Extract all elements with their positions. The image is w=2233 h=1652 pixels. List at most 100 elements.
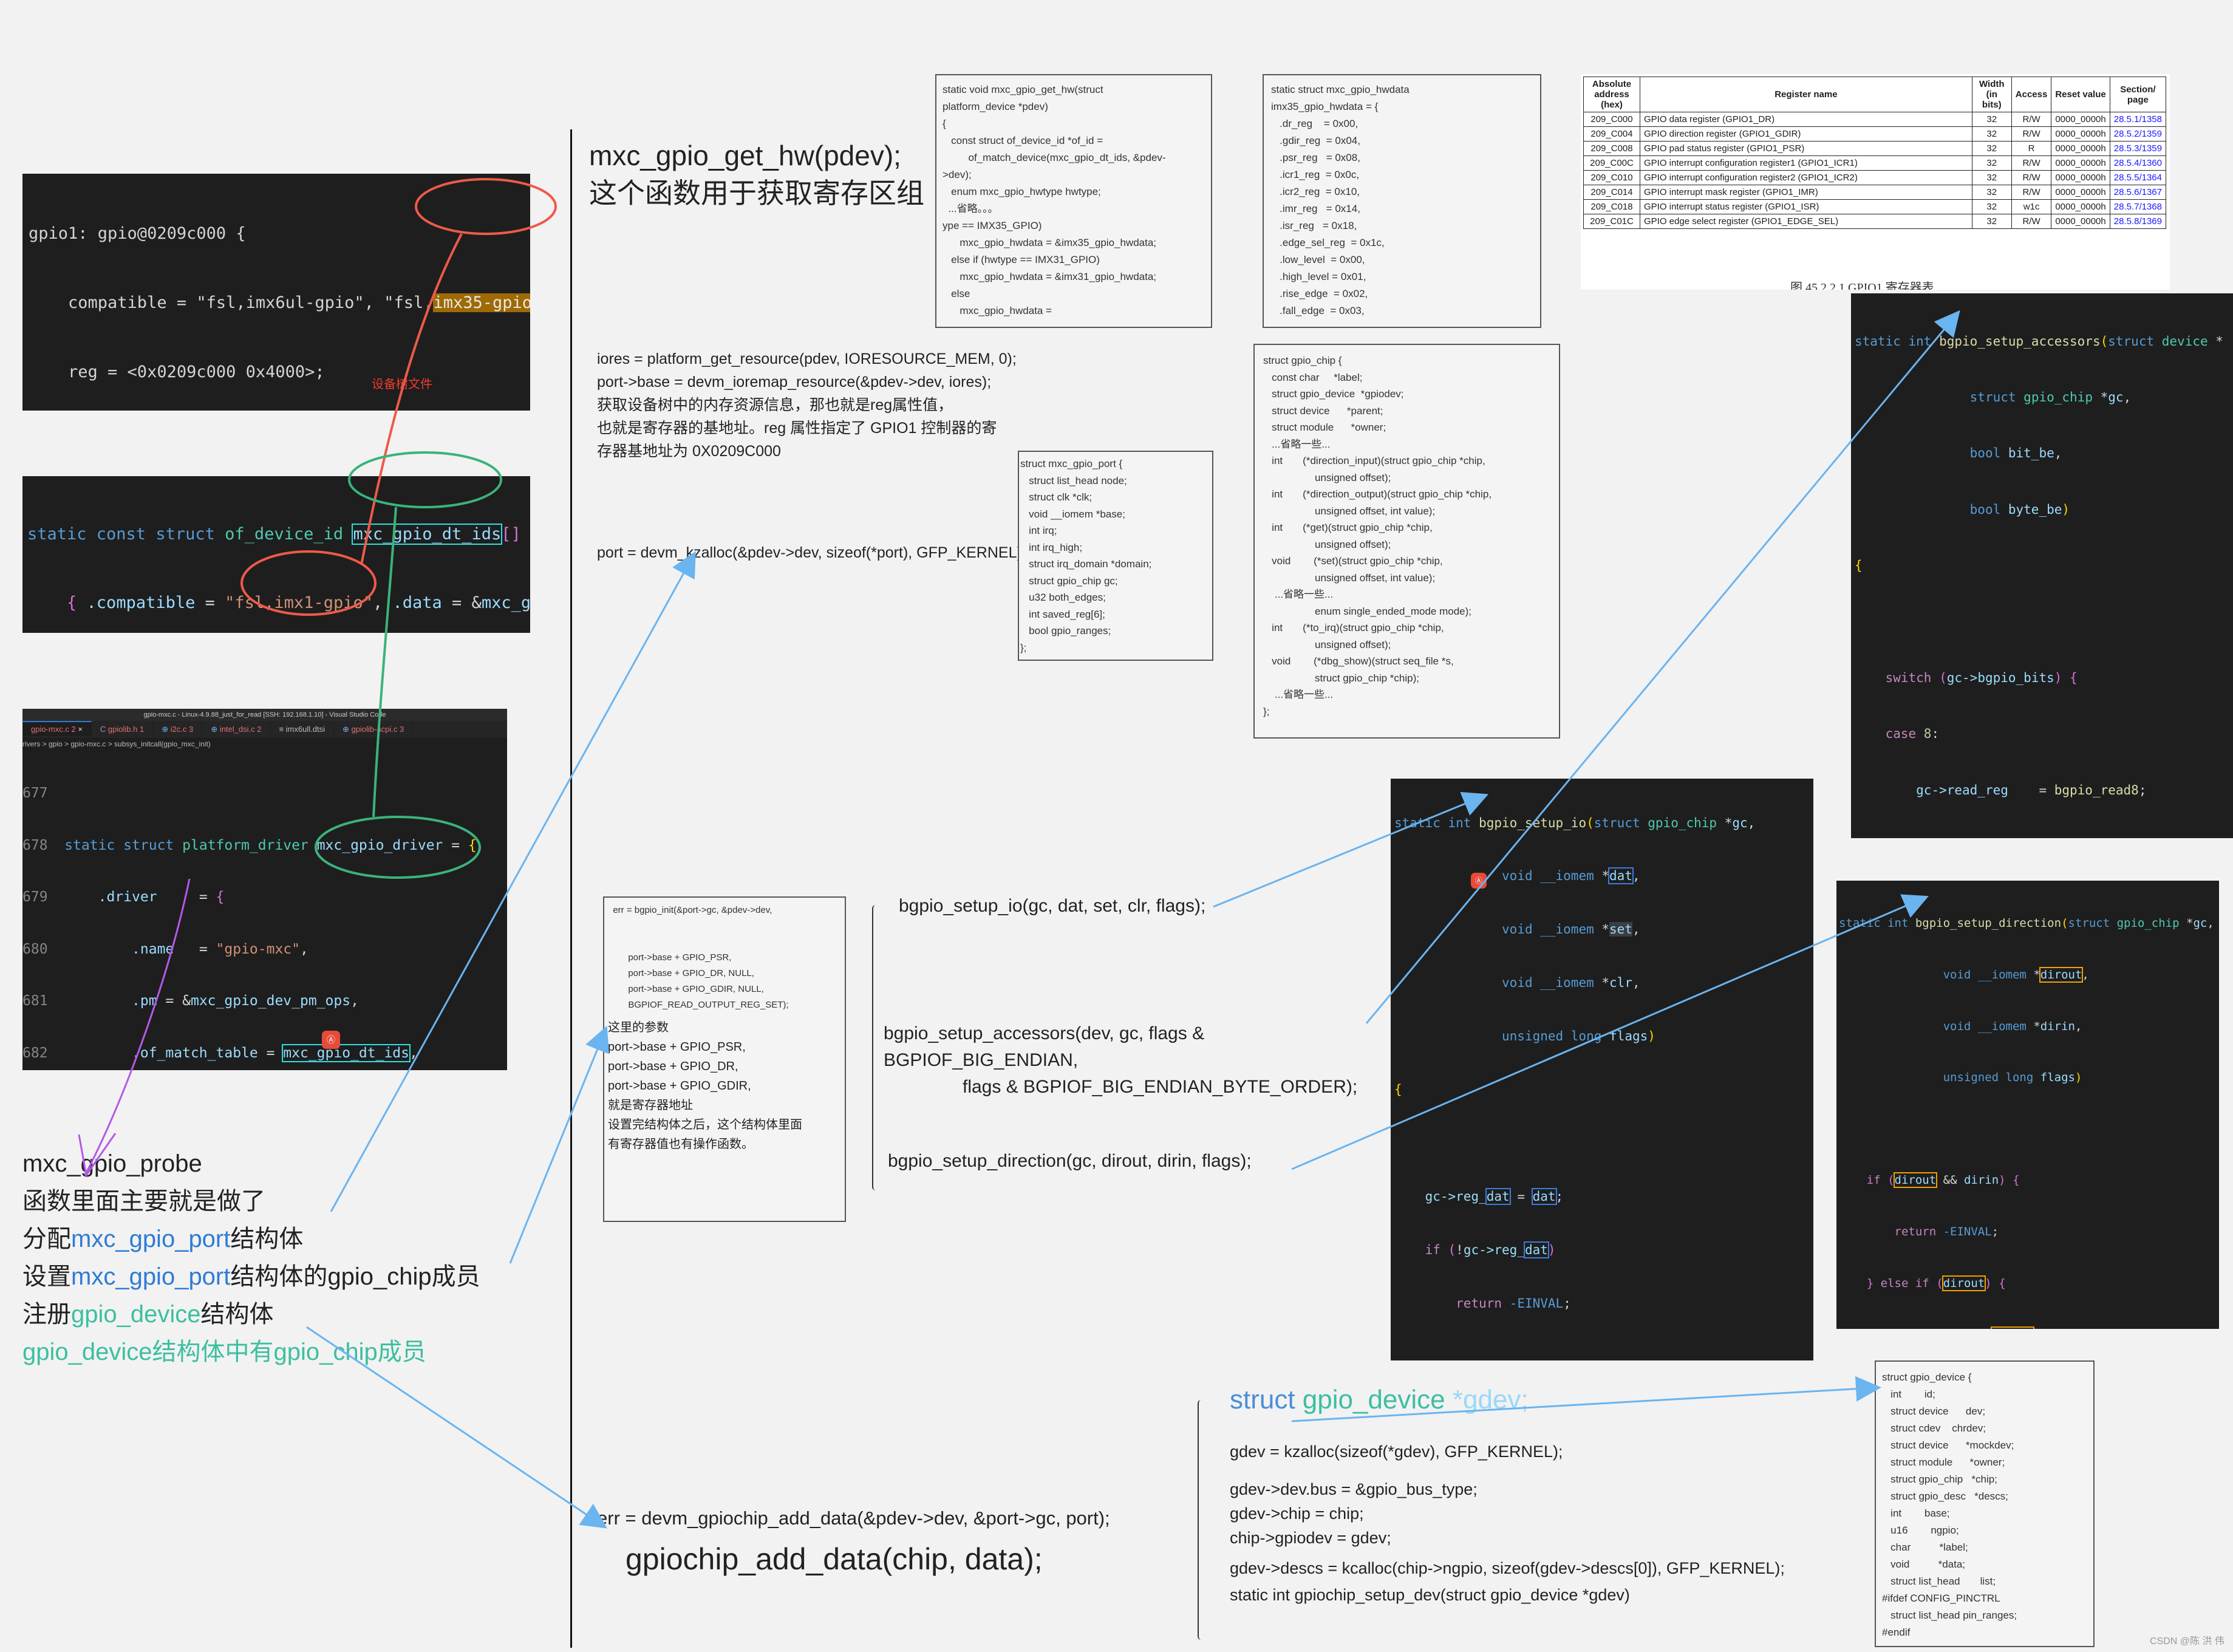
code-line bbox=[1839, 1121, 2217, 1138]
ioremap-note: iores = platform_get_resource(pdev, IORE… bbox=[597, 347, 1017, 463]
ai-assistant-icon[interactable]: Ⓐ bbox=[1471, 873, 1487, 889]
hwdata-source-box: static struct mxc_gpio_hwdata imx35_gpio… bbox=[1263, 74, 1541, 328]
cpp-file-icon: ⊕ bbox=[211, 725, 220, 734]
section-link[interactable]: 28.5.2/1359 bbox=[2109, 126, 2167, 142]
code-line: void __iomem *dirout, bbox=[1943, 967, 2089, 983]
code-line: gc->read_reg = bgpio_read8; bbox=[1916, 782, 2147, 797]
code-line: 680 .name = "gpio-mxc", bbox=[22, 941, 309, 957]
gpio-device-struct-box: struct gpio_device { int id; struct devi… bbox=[1875, 1360, 2095, 1647]
code-line: return -EINVAL; bbox=[1894, 1225, 1999, 1239]
ioremap-line: 获取设备树中的内存资源信息，那也就是reg属性值， bbox=[597, 397, 953, 414]
code-line: unsigned long flags) bbox=[1502, 1029, 1655, 1044]
accessors-line: bgpio_setup_accessors(dev, gc, flags & bbox=[884, 1023, 1205, 1043]
tab-label: i2c.c 3 bbox=[170, 725, 194, 734]
code-line: void __iomem *dirin, bbox=[1943, 1019, 2082, 1033]
add-data-call: err = devm_gpiochip_add_data(&pdev->dev,… bbox=[597, 1507, 1110, 1529]
note-line: port->base + GPIO_DR, bbox=[608, 1060, 738, 1073]
col-register-name: Register name bbox=[1640, 77, 1972, 112]
accessors-line: flags & BGPIOF_BIG_ENDIAN_BYTE_ORDER); bbox=[963, 1077, 1358, 1097]
tab-intel-dsi[interactable]: ⊕ intel_dsi.c 2 bbox=[202, 722, 271, 737]
code-line: 679 .driver = { bbox=[22, 889, 225, 905]
code-line: gc->reg_dir = dirout; bbox=[1839, 1326, 2217, 1329]
code-line: static int bgpio_setup_io(struct gpio_ch… bbox=[1394, 815, 1756, 830]
note-line: 设置完结构体之后，这个结构体里面 bbox=[608, 1118, 802, 1131]
code-line: bool bit_be, bbox=[1969, 446, 2062, 461]
code-line: static int bgpio_setup_accessors(struct … bbox=[1855, 333, 2223, 349]
list-file-icon: ≡ bbox=[279, 725, 286, 734]
code-line: switch (gc->bgpio_bits) { bbox=[1885, 670, 2078, 685]
accessors-line: BGPIOF_BIG_ENDIAN, bbox=[884, 1050, 1079, 1070]
section-link[interactable]: 28.5.3/1359 bbox=[2109, 141, 2167, 156]
get-hw-call: mxc_gpio_get_hw(pdev); bbox=[589, 140, 901, 171]
dts-line-0: gpio1: gpio@0209c000 { bbox=[29, 224, 246, 243]
code-line: struct gpio_chip *gc, bbox=[1969, 389, 2132, 404]
code-line: case 8: bbox=[1885, 726, 1940, 742]
dt-ids-code-block: static const struct of_device_id mxc_gpi… bbox=[22, 476, 530, 633]
section-link[interactable]: 28.5.4/1360 bbox=[2109, 155, 2167, 171]
col-address: Absolute address (hex) bbox=[1583, 77, 1640, 112]
gdev-line: gdev->descs = kcalloc(chip->ngpio, sizeo… bbox=[1230, 1559, 1785, 1577]
cpp-file-icon: ⊕ bbox=[342, 725, 352, 734]
code-line: void __iomem *clr, bbox=[1502, 975, 1640, 991]
register-table-panel: Absolute address (hex) Register name Wid… bbox=[1581, 74, 2170, 290]
get-hw-source-box: static void mxc_gpio_get_hw(struct platf… bbox=[935, 74, 1212, 328]
section-divider bbox=[570, 129, 572, 1648]
note-line: 这里的参数 bbox=[608, 1021, 669, 1034]
register-table: Absolute address (hex) Register name Wid… bbox=[1583, 77, 2167, 229]
setup-accessors-code: static int bgpio_setup_accessors(struct … bbox=[1851, 293, 2233, 838]
code-line: 682 .of_match_table = mxc_gpio_dt_ids, bbox=[22, 1043, 418, 1062]
code-line: 678 static struct platform_driver mxc_gp… bbox=[22, 837, 477, 853]
dts-line-2: reg = <0x0209c000 0x4000>; bbox=[29, 363, 325, 381]
tab-gpiolib-acpi[interactable]: ⊕ gpiolib-acpi.c 3 bbox=[334, 722, 414, 737]
code-line: gc->write_reg = bgpio_write8; bbox=[1855, 837, 2229, 838]
code-line: if (!gc->reg_dat) bbox=[1425, 1241, 1556, 1258]
section-link[interactable]: 28.5.1/1358 bbox=[2109, 112, 2167, 127]
section-link[interactable]: 28.5.7/1368 bbox=[2109, 199, 2167, 214]
code-line: static int bgpio_setup_direction(struct … bbox=[1839, 916, 2214, 930]
gpio-device-title: struct gpio_device *gdev; bbox=[1230, 1385, 1529, 1415]
probe-notes: mxc_gpio_probe 函数里面主要就是做了 分配mxc_gpio_por… bbox=[22, 1145, 480, 1371]
tab-label: gpio-mxc.c 2 bbox=[31, 725, 76, 734]
col-width: Width (in bits) bbox=[1971, 77, 2012, 112]
tab-imx6ull-dtsi[interactable]: ≡ imx6ull.dtsi bbox=[270, 722, 334, 736]
vscode-window: gpio-mxc.c - Linux-4.9.88_just_for_read … bbox=[22, 709, 507, 1070]
gpiochip-add-data: gpiochip_add_data(chip, data); bbox=[626, 1542, 1043, 1576]
tab-label: gpiolib-acpi.c 3 bbox=[351, 725, 404, 734]
vscode-editor[interactable]: 677 678 static struct platform_driver mx… bbox=[22, 750, 507, 1070]
ioremap-line: port->base = devm_ioremap_resource(&pdev… bbox=[597, 374, 992, 391]
section-link[interactable]: 28.5.8/1369 bbox=[2109, 214, 2167, 229]
section-link[interactable]: 28.5.5/1364 bbox=[2109, 170, 2167, 185]
setup-io-call: bgpio_setup_io(gc, dat, set, clr, flags)… bbox=[899, 896, 1206, 916]
gdev-line: gdev = kzalloc(sizeof(*gdev), GFP_KERNEL… bbox=[1230, 1442, 1563, 1461]
tab-label: gpiolib.h 1 bbox=[107, 725, 145, 734]
mxc-gpio-port-box: struct mxc_gpio_port { struct list_head … bbox=[1018, 451, 1213, 661]
kzalloc-note: port = devm_kzalloc(&pdev->dev, sizeof(*… bbox=[597, 544, 1026, 561]
col-section: Section/ page bbox=[2109, 77, 2167, 112]
col-access: Access bbox=[2011, 77, 2052, 112]
tab-i2c[interactable]: ⊕ i2c.c 3 bbox=[153, 722, 203, 737]
section-link[interactable]: 28.5.6/1367 bbox=[2109, 185, 2167, 200]
cpp-file-icon: ⊕ bbox=[162, 725, 171, 734]
get-hw-title: mxc_gpio_get_hw(pdev); 这个函数用于获取寄存区组 bbox=[589, 137, 924, 212]
tab-label: intel_dsi.c 2 bbox=[219, 725, 262, 734]
setup-io-code: static int bgpio_setup_io(struct gpio_ch… bbox=[1391, 779, 1813, 1360]
ai-assistant-icon[interactable]: Ⓐ bbox=[322, 1031, 340, 1049]
dt-ids-line-0: { .compatible = "fsl,imx1-gpio", .data =… bbox=[27, 593, 530, 612]
vscode-titlebar: gpio-mxc.c - Linux-4.9.88_just_for_read … bbox=[22, 709, 507, 721]
bgpio-brace bbox=[872, 905, 878, 1190]
probe-line-2: 分配mxc_gpio_port结构体 bbox=[22, 1226, 304, 1252]
gpio-device-code: gdev = kzalloc(sizeof(*gdev), GFP_KERNEL… bbox=[1230, 1439, 1785, 1607]
setup-direction-call: bgpio_setup_direction(gc, dirout, dirin,… bbox=[888, 1151, 1252, 1171]
close-icon[interactable]: × bbox=[78, 725, 83, 734]
tab-gpiolib-h[interactable]: C gpiolib.h 1 bbox=[92, 722, 154, 736]
vscode-breadcrumb[interactable]: rivers > gpio > gpio-mxc.c > subsys_init… bbox=[22, 740, 211, 748]
dts-code-block: gpio1: gpio@0209c000 { compatible = "fsl… bbox=[22, 174, 530, 411]
setup-accessors-call: bgpio_setup_accessors(dev, gc, flags & B… bbox=[884, 1020, 1357, 1101]
tab-gpio-mxc[interactable]: gpio-mxc.c 2 × bbox=[22, 721, 92, 736]
gdev-line: static int gpiochip_setup_dev(struct gpi… bbox=[1230, 1586, 1630, 1604]
